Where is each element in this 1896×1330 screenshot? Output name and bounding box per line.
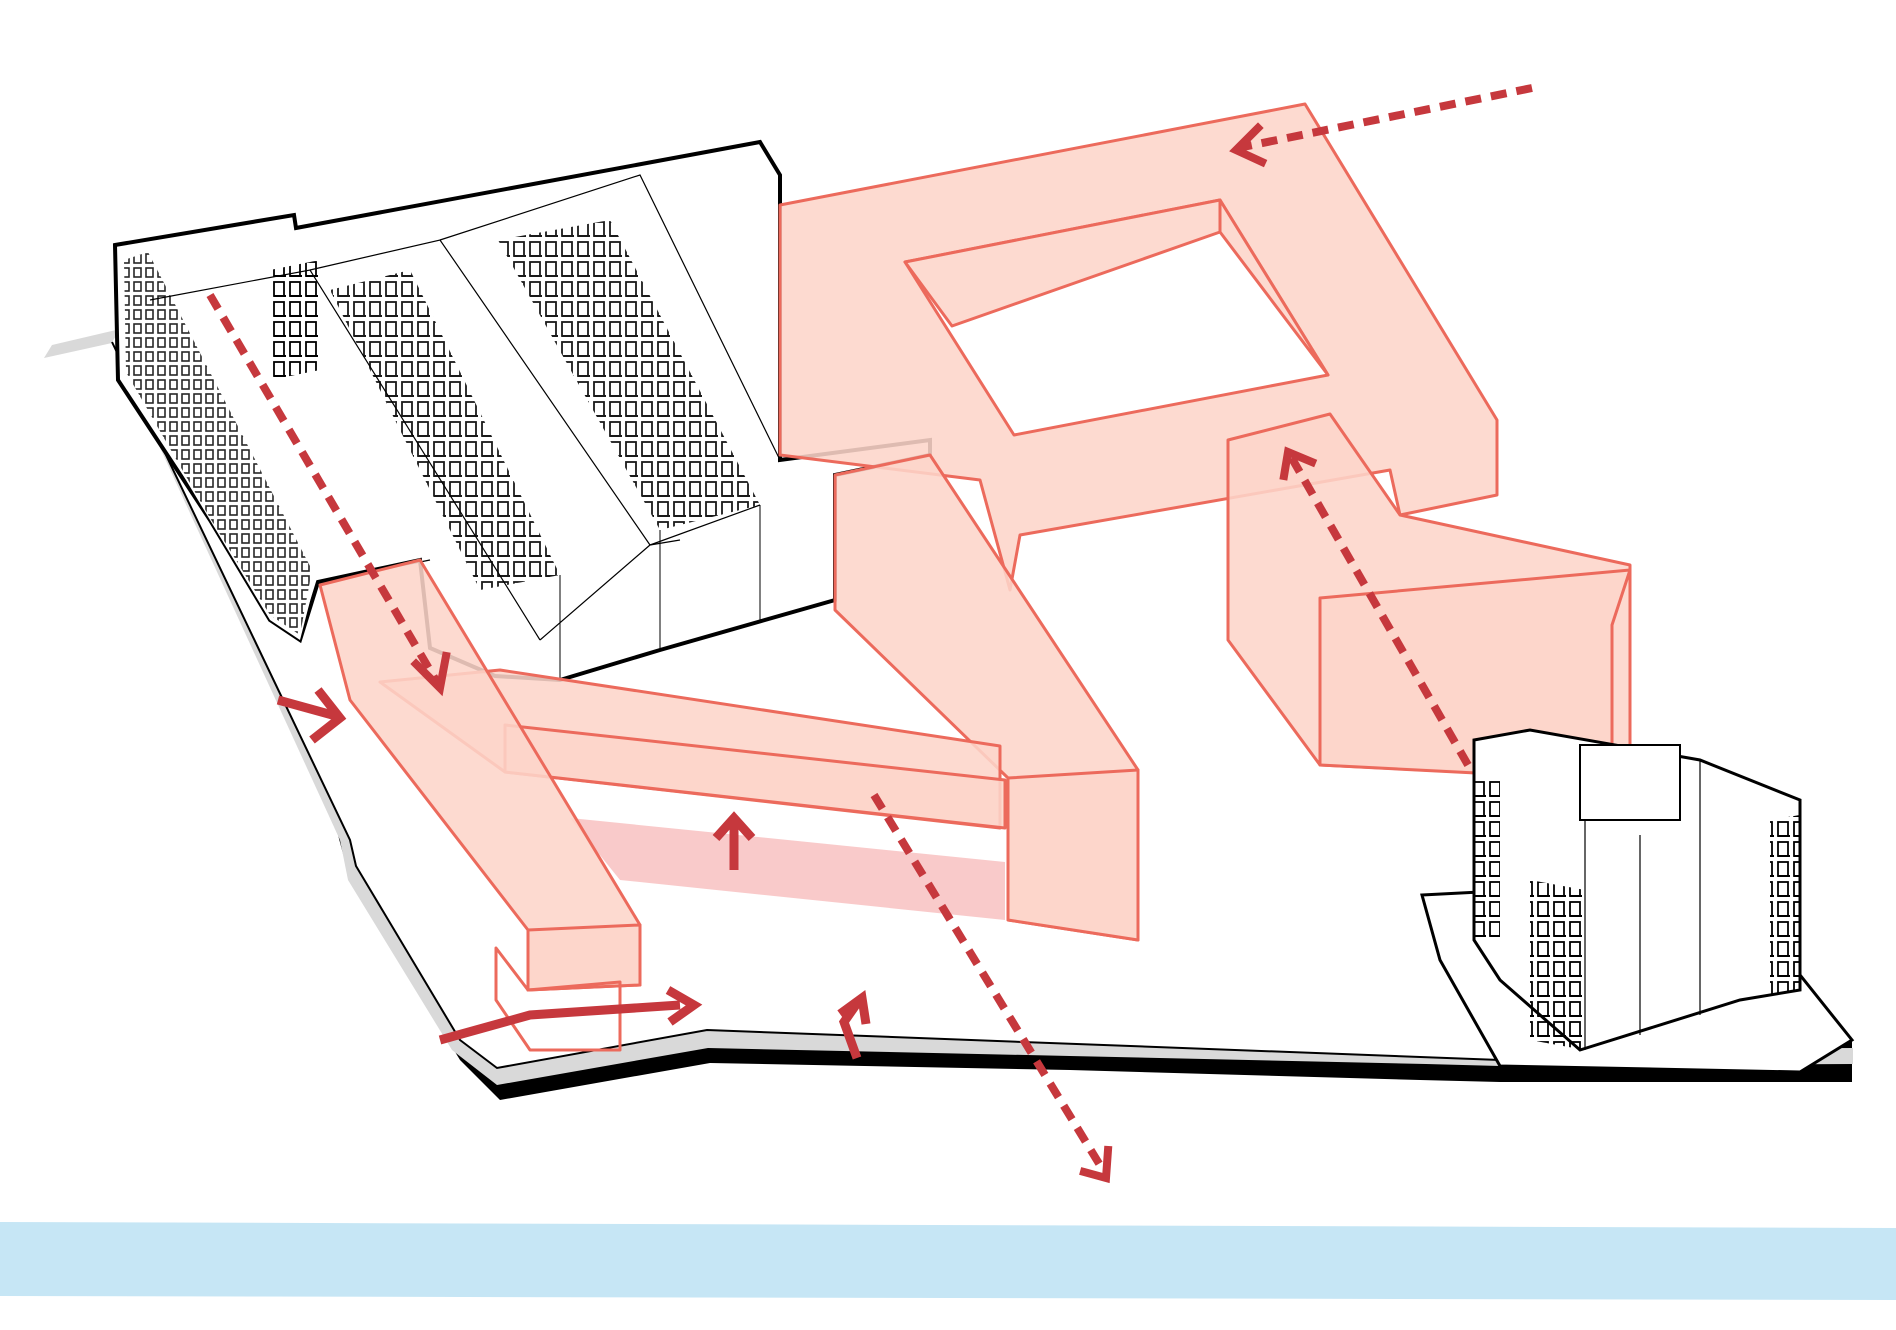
- dashed-arrows: [206, 84, 1533, 1178]
- arrow-icon: [665, 986, 703, 1026]
- proposed-volumes: [318, 102, 1632, 1052]
- tower-roof: [1579, 744, 1681, 821]
- proposed-west-wing-underside: [494, 946, 622, 1052]
- tower-balconies-mid: [1530, 880, 1585, 1050]
- view-corridor-northwest: [206, 292, 442, 687]
- dashed-arrow-icon: [1079, 1145, 1113, 1184]
- existing-south-facade-lines: [559, 505, 761, 680]
- existing-west-facade-windows: [124, 252, 312, 635]
- tower-balconies-right: [1770, 815, 1800, 995]
- proposed-west-wing-front: [526, 923, 642, 992]
- dashed-arrow-icon: [1279, 446, 1318, 481]
- arrow-icon: [309, 687, 347, 744]
- passage-floor: [570, 818, 1005, 920]
- solid-arrows: [276, 687, 871, 1060]
- dashed-arrow-icon: [410, 651, 451, 697]
- view-corridor-south: [870, 792, 1110, 1178]
- existing-end-balconies: [270, 260, 320, 380]
- dashed-arrow-icon: [1229, 122, 1268, 168]
- water-strip: [0, 1222, 1896, 1300]
- arrow-icon: [837, 990, 871, 1025]
- entry-arrow-west: [276, 695, 338, 721]
- dashed-arrow-heads: [410, 122, 1318, 1184]
- proposed-south-leg-front: [1006, 768, 1140, 942]
- proposed-east-wing-front: [1318, 568, 1632, 782]
- view-corridor-southeast: [1286, 453, 1472, 767]
- plinth-outline: [111, 341, 1801, 1070]
- courtyard-inner-wall-2: [1218, 198, 1330, 377]
- existing-tower-southeast: [1420, 728, 1855, 1074]
- tower-balconies-left: [1474, 780, 1500, 940]
- entry-arrow-southwest: [438, 1000, 681, 1045]
- existing-courtyard-balconies-2: [498, 220, 760, 530]
- tower-wall-lines: [1584, 760, 1701, 1050]
- existing-courtyard-balconies-1: [330, 270, 560, 590]
- existing-block-northwest: [112, 139, 932, 683]
- arrow-icon: [712, 811, 756, 842]
